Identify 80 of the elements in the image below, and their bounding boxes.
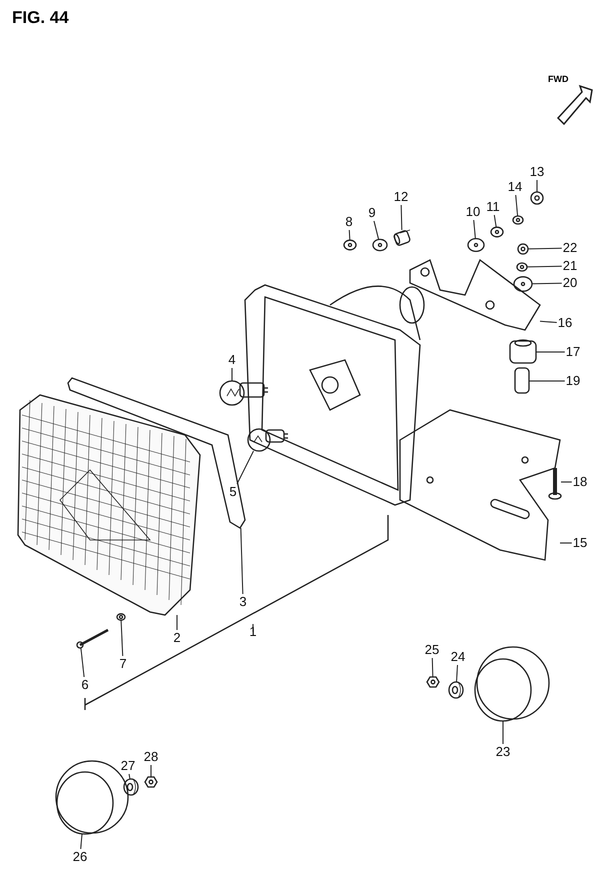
- callout-number: 12: [394, 190, 408, 204]
- collar-drawing: [392, 229, 412, 247]
- screw-drawing: [76, 628, 109, 649]
- washer-drawing: [490, 226, 504, 238]
- callout-number: 3: [239, 595, 247, 609]
- leader-line: [80, 834, 82, 850]
- washer-drawing: [123, 778, 139, 796]
- leader-line: [128, 774, 130, 780]
- leader-line: [532, 282, 562, 284]
- nut-drawing: [144, 776, 158, 788]
- callout-number: 19: [566, 374, 580, 388]
- leader-line: [494, 214, 497, 228]
- lens-drawing: [17, 394, 201, 616]
- leader-line: [528, 248, 562, 250]
- leader-line: [528, 380, 566, 382]
- leader-line: [150, 764, 152, 778]
- callout-number: 18: [572, 475, 588, 489]
- callout-number: 4: [228, 353, 236, 367]
- callout-number: 1: [249, 625, 257, 639]
- washer-drawing: [467, 238, 485, 252]
- callout-number: 25: [424, 643, 440, 657]
- callout-number: 7: [119, 657, 127, 671]
- leader-line: [502, 720, 504, 744]
- nut-drawing: [426, 676, 440, 688]
- figure-title: FIG. 44: [12, 8, 69, 28]
- callout-number: 14: [508, 180, 522, 194]
- bolt-drawing: [548, 468, 562, 500]
- callout-number: 6: [81, 678, 89, 692]
- callout-number: 28: [144, 750, 158, 764]
- callout-number: 11: [486, 200, 500, 214]
- callout-number: 2: [173, 631, 181, 645]
- leader-line: [456, 664, 458, 682]
- callout-number: 27: [120, 759, 136, 773]
- reflector-drawing: [474, 646, 550, 722]
- washer-drawing: [343, 240, 357, 250]
- callout-number: 16: [558, 316, 572, 330]
- assembly-bracket: [84, 514, 389, 711]
- leader-line: [473, 220, 476, 240]
- callout-number: 10: [466, 205, 480, 219]
- leader-line: [515, 194, 518, 216]
- leader-line: [348, 230, 350, 241]
- callout-number: 17: [566, 345, 580, 359]
- bulb-drawing: [247, 428, 288, 452]
- gasket-drawing: [67, 377, 246, 529]
- callout-number: 20: [562, 276, 578, 290]
- spacer-drawing: [514, 367, 530, 394]
- leader-line: [526, 266, 562, 268]
- callout-number: 8: [345, 215, 353, 229]
- washer-drawing: [513, 276, 533, 292]
- callout-number: 26: [72, 850, 88, 864]
- callout-number: 15: [572, 536, 588, 550]
- callout-number: 21: [562, 259, 578, 273]
- callout-number: 9: [368, 206, 376, 220]
- nut-drawing: [517, 243, 529, 255]
- bulb-drawing: [219, 380, 268, 406]
- washer-drawing: [516, 262, 528, 272]
- leader-line: [176, 614, 178, 630]
- washer-drawing: [372, 238, 388, 252]
- bracket-drawing: [409, 258, 541, 331]
- leader-line: [540, 320, 558, 323]
- leader-line: [374, 220, 380, 240]
- leader-line: [120, 620, 124, 656]
- nut-drawing: [530, 191, 544, 205]
- leader-line: [560, 542, 572, 544]
- washer-drawing: [448, 681, 464, 699]
- leader-line: [80, 648, 85, 678]
- callout-number: 24: [450, 650, 466, 664]
- callout-number: 23: [496, 745, 510, 759]
- callout-number: 5: [229, 485, 237, 499]
- leader-line: [432, 658, 434, 678]
- direction-label: FWD: [548, 74, 568, 84]
- callout-number: 13: [530, 165, 544, 179]
- leader-line: [400, 204, 402, 230]
- callout-number: 22: [562, 241, 578, 255]
- license-bracket-drawing: [399, 409, 561, 561]
- grommet-drawing: [509, 339, 537, 364]
- washer-drawing: [512, 215, 524, 225]
- leader-line: [536, 180, 538, 192]
- leader-line: [236, 450, 254, 484]
- leader-line: [240, 528, 244, 594]
